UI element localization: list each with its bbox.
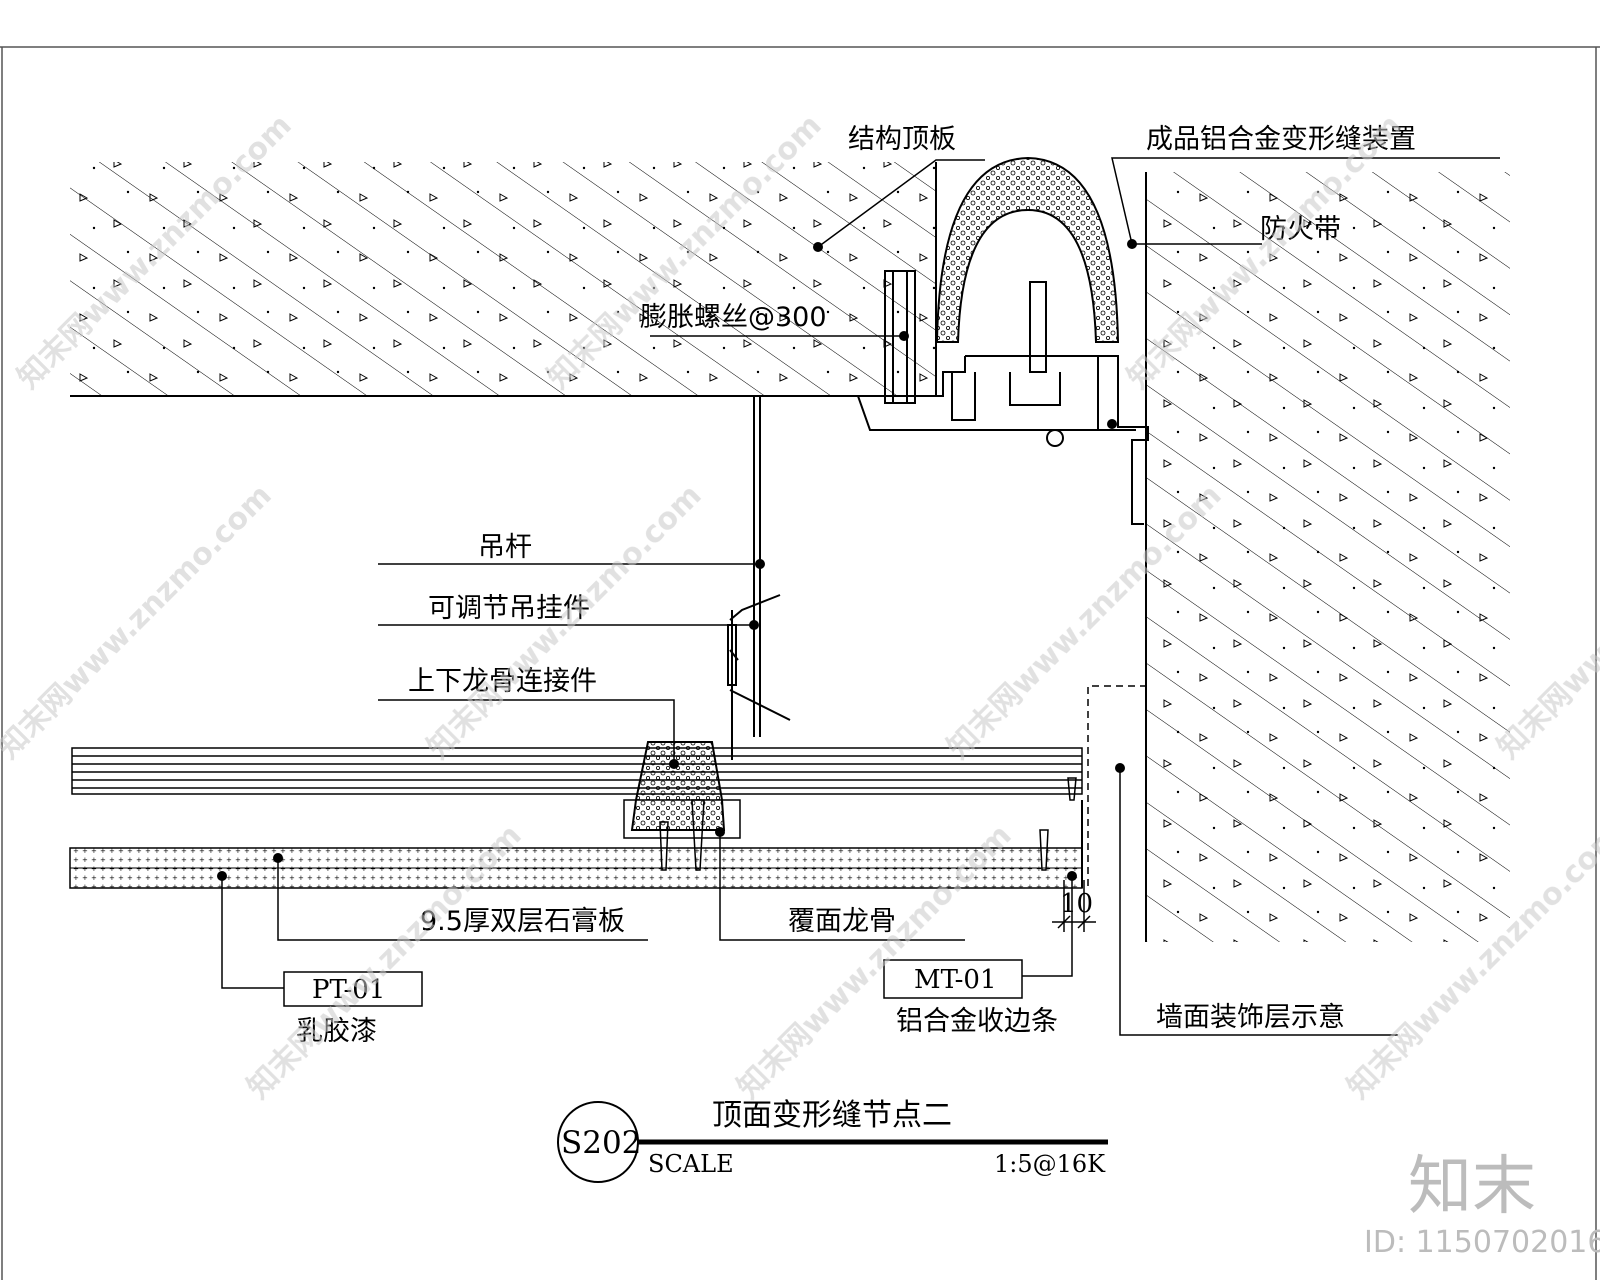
hanger-system bbox=[727, 396, 791, 760]
dimension-text: 10 bbox=[1060, 889, 1093, 919]
scale-value: 1:5@16K bbox=[994, 1150, 1106, 1178]
label-hanger-rod: 吊杆 bbox=[478, 532, 532, 563]
keel-connector bbox=[630, 741, 726, 831]
mt-code: MT-01 bbox=[914, 965, 996, 995]
mt-tag-box bbox=[883, 959, 1023, 999]
pt-code: PT-01 bbox=[312, 975, 385, 1005]
fire-strip-dome bbox=[935, 156, 1120, 343]
dimension-10 bbox=[1052, 880, 1096, 932]
structural-slab-left bbox=[70, 162, 937, 397]
pt-desc: 乳胶漆 bbox=[296, 1016, 377, 1047]
label-keel-connector: 上下龙骨连接件 bbox=[408, 666, 597, 697]
label-expansion-device: 成品铝合金变形缝装置 bbox=[1146, 124, 1416, 155]
label-gypsum-board: 9.5厚双层石膏板 bbox=[420, 906, 625, 937]
svg-text:知末网www.znzmo.com: 知末网www.znzmo.com bbox=[0, 478, 279, 766]
mt-desc: 铝合金收边条 bbox=[896, 1006, 1058, 1037]
expansion-device bbox=[840, 270, 1149, 525]
brand-logo: 知末 bbox=[1408, 1150, 1536, 1224]
label-wall-finish: 墙面装饰层示意 bbox=[1156, 1002, 1345, 1033]
label-expansion-bolt: 膨胀螺丝@300 bbox=[640, 302, 827, 333]
label-cover-keel: 覆面龙骨 bbox=[788, 906, 896, 937]
gypsum-board bbox=[69, 800, 1083, 889]
label-fire-strip: 防火带 bbox=[1260, 214, 1341, 245]
label-structural-slab: 结构顶板 bbox=[848, 124, 956, 155]
label-adjustable-hanger: 可调节吊挂件 bbox=[428, 593, 590, 624]
scale-label: SCALE bbox=[648, 1150, 734, 1178]
leader-lines bbox=[221, 157, 1500, 1036]
wall-finish-dashed bbox=[1087, 685, 1146, 886]
title-block bbox=[557, 1101, 1108, 1183]
pt-tag-box bbox=[283, 971, 423, 1007]
drawing-ref: S202 bbox=[561, 1125, 641, 1161]
main-keel bbox=[71, 747, 1083, 795]
structural-wall-right bbox=[1145, 172, 1510, 942]
drawing-title: 顶面变形缝节点二 bbox=[712, 1098, 952, 1133]
image-id: ID: 1150702016 bbox=[1364, 1225, 1600, 1260]
leader-dots bbox=[217, 239, 1137, 881]
